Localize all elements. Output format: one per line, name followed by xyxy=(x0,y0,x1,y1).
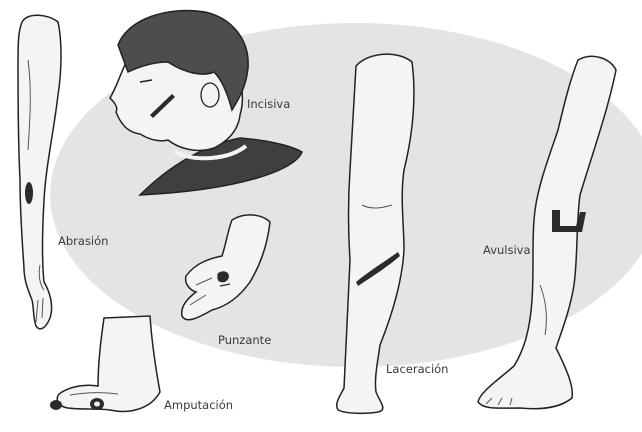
label-avulsiva: Avulsiva xyxy=(483,243,531,257)
label-laceracion: Laceración xyxy=(386,362,448,376)
abrasion-wound xyxy=(25,182,33,204)
label-abrasion: Abrasión xyxy=(58,234,108,248)
amputacion-hand-figure xyxy=(50,316,160,411)
label-incisiva: Incisiva xyxy=(247,97,290,111)
amputacion-hand-outline xyxy=(57,316,160,411)
label-amputacion: Amputación xyxy=(164,398,233,412)
label-punzante: Punzante xyxy=(218,333,271,347)
